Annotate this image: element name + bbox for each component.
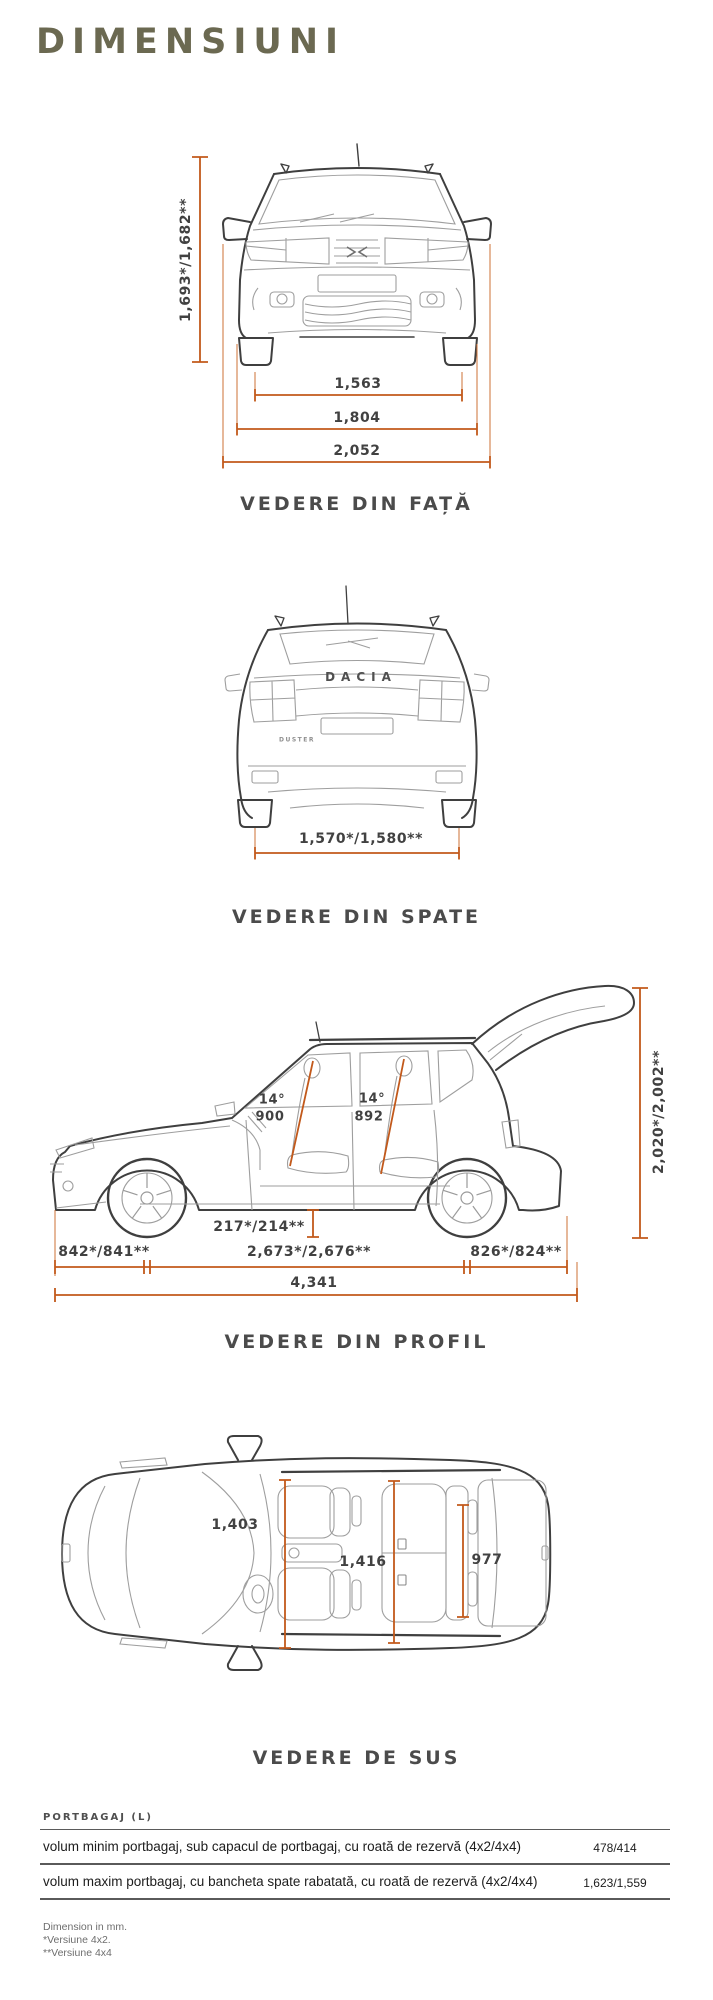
rear-dimension-lines <box>254 828 460 860</box>
footnote-4x4: **Versiune 4x4 <box>43 1947 112 1959</box>
caption-front-view: VEDERE DIN FAȚĂ <box>240 493 473 515</box>
profile-car-details <box>50 1005 606 1224</box>
figure-front-view: 1,693*/1,682** 1,563 1,804 2,052 <box>140 130 500 480</box>
top-car-details <box>61 1457 549 1649</box>
footnote-units: Dimension in mm. <box>43 1921 128 1933</box>
top-car-outline <box>61 1435 552 1671</box>
dim-rear-track: 1,570*/1,580** <box>298 831 424 847</box>
dim-ground-clearance: 217*/214** <box>213 1219 305 1235</box>
figure-profile-view: 14° 900 14° 892 2,020*/2,002** 217*/214*… <box>20 960 700 1305</box>
front-car-outline <box>222 143 492 366</box>
rear-car-details <box>224 629 490 809</box>
duster-badge: DUSTER <box>279 736 315 744</box>
table-rule-bottom <box>40 1898 670 1900</box>
seat-angle-lines <box>289 1058 405 1175</box>
table-row-value: 478/414 <box>593 1841 637 1855</box>
dim-front-height: 1,693*/1,682** <box>178 197 194 323</box>
front-car-details <box>243 174 471 334</box>
table-row-label: volum maxim portbagaj, cu bancheta spate… <box>43 1874 538 1889</box>
figure-top-view: 1,403 1,416 977 <box>30 1408 590 1678</box>
dim-front-seat-angle: 14° <box>258 1092 286 1108</box>
caption-top-view: VEDERE DE SUS <box>252 1747 461 1769</box>
dim-front-track: 1,563 <box>334 376 382 392</box>
profile-dimension-lines <box>54 987 648 1302</box>
table-rule-top <box>40 1829 670 1830</box>
clearance-line <box>307 1209 319 1238</box>
height-line <box>632 987 648 1239</box>
dim-rear-overhang: 826*/824** <box>470 1244 562 1260</box>
caption-rear-view: VEDERE DIN SPATE <box>231 906 482 928</box>
footnote-4x2: *Versiune 4x2. <box>43 1934 111 1946</box>
footnotes: Dimension in mm. *Versiune 4x2. **Versiu… <box>43 1921 127 1960</box>
dim-profile-height: 2,020*/2,002** <box>651 1049 667 1175</box>
figure-rear-view: DACIA DUSTER 1,570*/1,580** <box>140 570 500 890</box>
table-rule-middle <box>40 1863 670 1865</box>
table-row-value: 1,623/1,559 <box>583 1876 647 1890</box>
caption-profile-view: VEDERE DIN PROFIL <box>224 1331 489 1353</box>
dim-rear-seat-value: 892 <box>354 1109 384 1125</box>
dim-front-seat-value: 900 <box>255 1109 285 1125</box>
page-title: DIMENSIUNI <box>36 22 346 62</box>
dim-wheelbase: 2,673*/2,676** <box>246 1244 372 1260</box>
profile-car-outline <box>52 984 635 1239</box>
table-header-portbagaj: PORTBAGAJ (L) <box>43 1812 153 1823</box>
dacia-badge: DACIA <box>325 670 397 684</box>
top-dimension-lines <box>279 1479 469 1649</box>
dim-front-interior-width: 1,403 <box>211 1517 259 1533</box>
dim-trunk-width: 977 <box>471 1552 503 1568</box>
dim-front-overhang: 842*/841** <box>58 1244 150 1260</box>
dim-front-mirror-width: 2,052 <box>333 443 381 459</box>
open-tailgate <box>471 984 635 1071</box>
top-view-drawing <box>61 1435 552 1671</box>
front-dimension-lines <box>192 156 491 469</box>
table-row-label: volum minim portbagaj, sub capacul de po… <box>43 1839 522 1854</box>
profile-view-drawing <box>50 984 648 1302</box>
front-view-drawing <box>192 143 492 469</box>
dim-rear-interior-width: 1,416 <box>339 1554 387 1570</box>
dim-overall-length: 4,341 <box>290 1275 338 1291</box>
rear-car-outline <box>236 585 478 828</box>
dim-front-body-width: 1,804 <box>333 410 381 426</box>
dim-rear-seat-angle: 14° <box>358 1091 386 1107</box>
rear-view-drawing <box>224 585 490 860</box>
